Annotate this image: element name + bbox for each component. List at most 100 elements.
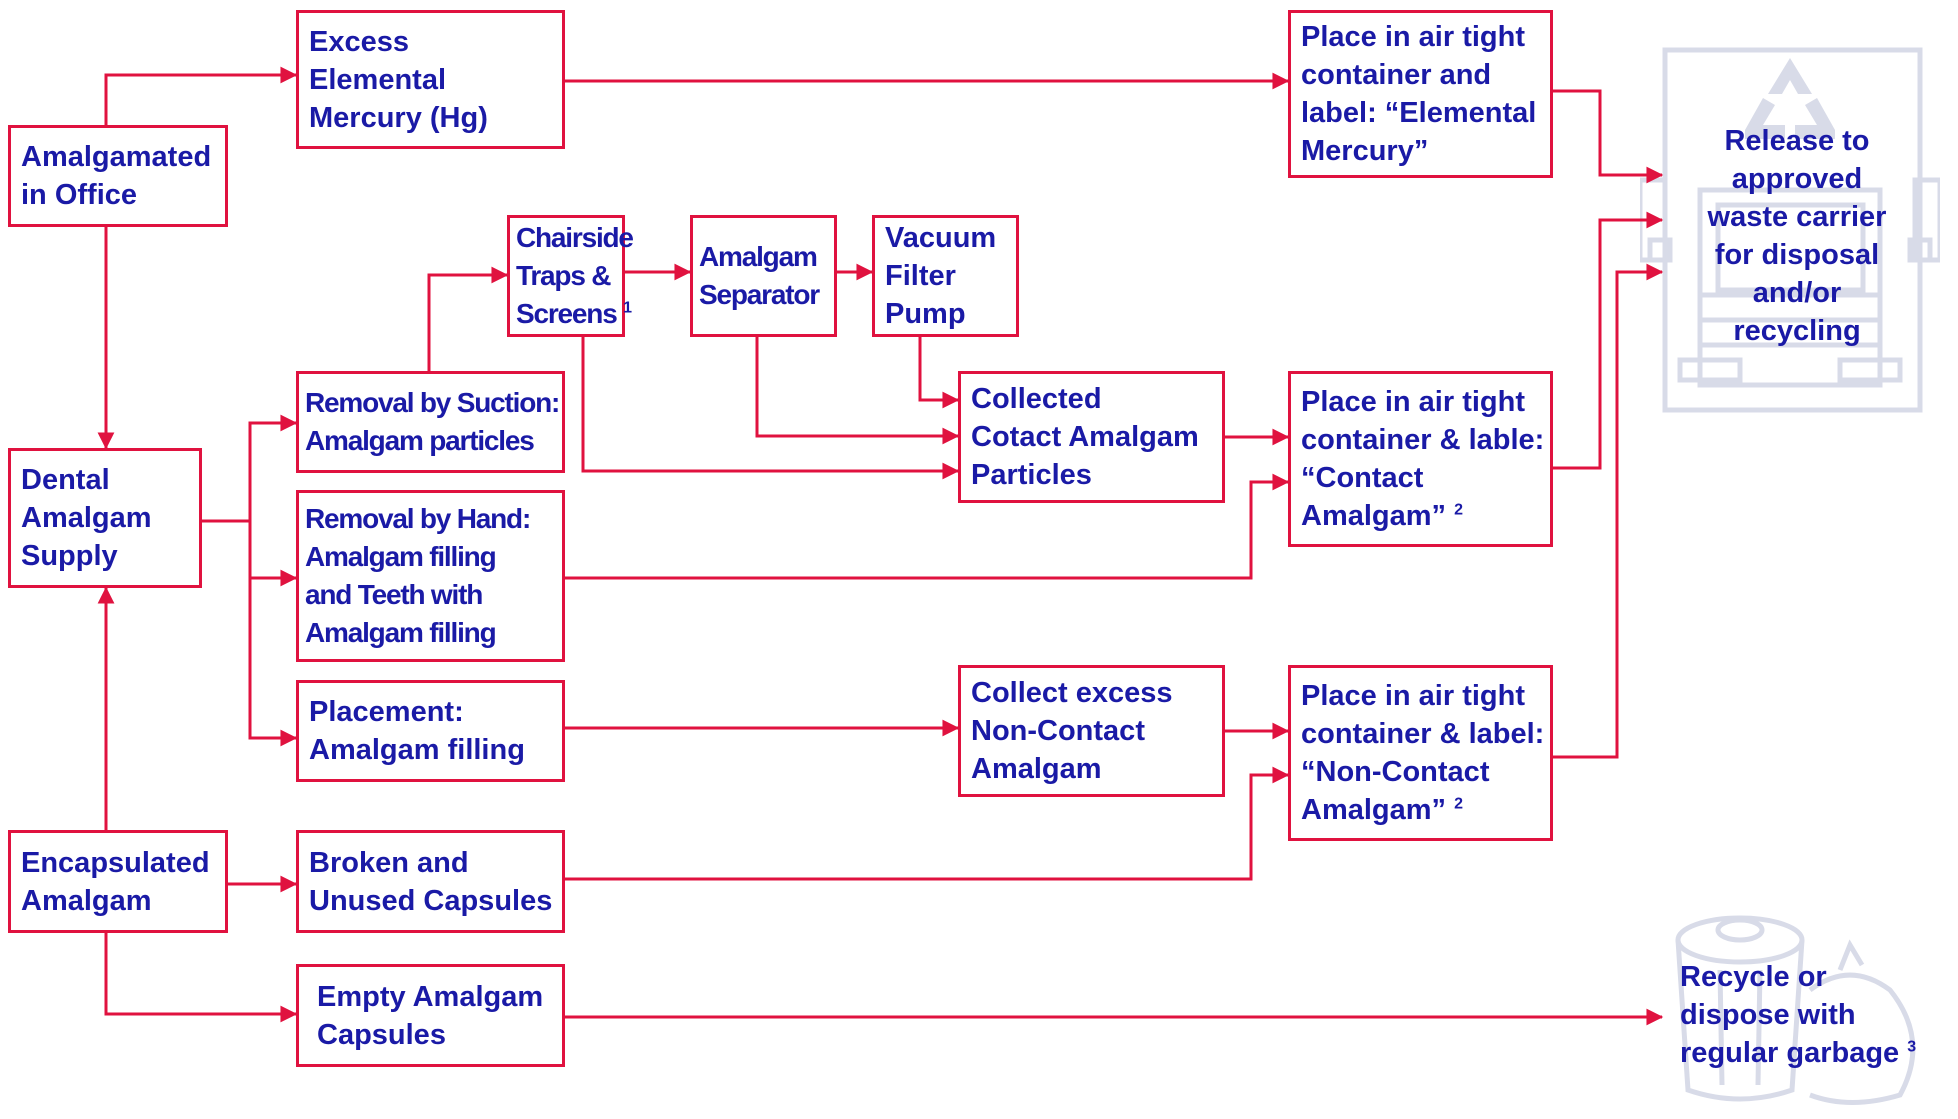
node-place-elemental-mercury: Place in air tight container and label: … <box>1288 10 1553 178</box>
node-chairside-traps-screens: Chairside Traps & Screens 1 <box>507 215 634 337</box>
node-label-line: in Office <box>21 179 138 211</box>
node-label-line: Elemental <box>309 63 446 96</box>
node-vacuum-filter-pump: Vacuum Filter Pump <box>872 215 1019 337</box>
node-label-line: Amalgam filling <box>305 617 497 648</box>
node-label-line: Encapsulated <box>21 846 210 879</box>
arrow-hand-to-place-contact <box>565 473 1290 580</box>
node-label-line: Amalgam <box>21 884 152 917</box>
node-label-line: Excess <box>309 25 409 58</box>
node-label-line: and Teeth with <box>305 579 483 610</box>
node-placement: Placement: Amalgam filling <box>296 680 565 782</box>
node-label-line: Amalgam filling <box>309 734 525 766</box>
arrow-vacuum-to-collected <box>918 337 960 409</box>
node-label-line: Amalgam” 2 <box>1301 791 1540 829</box>
node-label-text: Screens <box>516 298 618 329</box>
node-label-line: Collect excess <box>971 677 1173 709</box>
node-label-line: dispose with <box>1680 999 1856 1031</box>
node-place-contact-amalgam: Place in air tight container & lable: “C… <box>1288 371 1553 547</box>
node-label-line: “Contact <box>1301 462 1424 494</box>
node-label-line: Separator <box>699 279 820 310</box>
arrow-place-contact-to-release <box>1553 211 1664 470</box>
node-label-line: Amalgamated <box>21 141 212 173</box>
node-label-line: recycling <box>1733 315 1861 347</box>
footnote-marker: 1 <box>623 299 632 317</box>
node-recycle-or-dispose: Recycle or dispose with regular garbage … <box>1680 958 1950 1072</box>
arrow-place-to-release <box>1553 89 1664 184</box>
node-label-line: container & lable: <box>1301 424 1545 456</box>
node-label-line: Mercury (Hg) <box>309 101 488 134</box>
arrow-supply-to-suction <box>202 414 298 523</box>
garbage-can-and-bag-icon <box>1675 915 1916 1105</box>
node-label-line: Particles <box>971 459 1092 491</box>
node-amalgamated-in-office: Amalgamated in Office <box>8 125 228 227</box>
footnote-marker: 3 <box>1907 1038 1917 1056</box>
node-label-line: Place in air tight <box>1301 386 1525 418</box>
arrow-separator-to-collected <box>755 337 960 445</box>
node-label-line: Removal by Hand: <box>305 503 531 534</box>
node-dental-amalgam-supply: Dental Amalgam Supply <box>8 448 202 588</box>
node-label-line: container and <box>1301 59 1492 91</box>
node-label-line: Place in air tight <box>1301 680 1525 712</box>
node-excess-elemental-mercury: Excess Elemental Mercury (Hg) <box>296 10 565 149</box>
node-removal-by-hand: Removal by Hand: Amalgam filling and Tee… <box>296 490 565 662</box>
node-label-text: Amalgam” <box>1301 794 1447 826</box>
node-label-line: approved <box>1731 163 1863 195</box>
node-label-line: Mercury” <box>1301 135 1429 167</box>
node-label-line: Amalgam <box>971 753 1102 785</box>
node-label-line: for disposal <box>1714 239 1880 271</box>
node-label-line: Non-Contact <box>971 715 1145 747</box>
node-label-line: Broken and <box>309 846 469 879</box>
node-label-line: waste carrier <box>1707 201 1887 233</box>
node-label-line: Capsules <box>317 1018 446 1051</box>
node-label-line: Amalgam <box>21 502 152 534</box>
recycling-truck-icon <box>1640 47 1940 413</box>
node-label-line: Chairside <box>516 222 634 253</box>
node-label-line: regular garbage 3 <box>1680 1034 1950 1072</box>
arrow-broken-to-place-noncontact <box>565 766 1290 881</box>
footnote-marker: 2 <box>1454 501 1464 519</box>
arrow-supply-to-hand <box>248 521 298 587</box>
node-empty-amalgam-capsules: Empty Amalgam Capsules <box>296 964 565 1067</box>
node-collect-non-contact-amalgam: Collect excess Non-Contact Amalgam <box>958 665 1225 797</box>
node-label-line: Screens 1 <box>516 295 632 333</box>
arrow-suction-to-traps <box>427 266 509 371</box>
node-label-line: Amalgam” 2 <box>1301 497 1540 535</box>
node-removal-by-suction: Removal by Suction: Amalgam particles <box>296 371 565 473</box>
node-label-line: Collected <box>971 383 1102 415</box>
node-label-line: Removal by Suction: <box>305 387 560 418</box>
node-label-line: “Non-Contact <box>1301 756 1490 788</box>
node-label-line: label: “Elemental <box>1301 97 1537 129</box>
arrow-encapsulated-to-empty <box>104 933 298 1023</box>
node-label-line: Unused Capsules <box>309 884 553 917</box>
node-label-line: Place in air tight <box>1301 21 1525 53</box>
node-label-text: regular garbage <box>1680 1037 1900 1069</box>
node-label-line: Amalgam <box>699 241 818 272</box>
node-label-line: Pump <box>885 298 966 330</box>
node-label-line: Dental <box>21 464 110 496</box>
node-label-line: Amalgam particles <box>305 425 535 456</box>
node-label-line: Cotact Amalgam <box>971 421 1199 453</box>
node-label-line: and/or <box>1752 277 1842 309</box>
node-encapsulated-amalgam: Encapsulated Amalgam <box>8 830 228 933</box>
node-label-line: Placement: <box>309 696 464 728</box>
node-label-line: Empty Amalgam <box>317 980 544 1013</box>
node-amalgam-separator: Amalgam Separator <box>690 215 837 337</box>
arrow-traps-to-collected <box>581 337 960 480</box>
node-label-line: container & label: <box>1301 718 1545 750</box>
footnote-marker: 2 <box>1454 795 1464 813</box>
arrow-supply-to-placement <box>248 521 298 747</box>
node-label-line: Traps & <box>516 260 612 291</box>
node-place-non-contact-amalgam: Place in air tight container & label: “N… <box>1288 665 1553 841</box>
node-release-to-waste-carrier: Release to approved waste carrier for di… <box>1662 122 1932 350</box>
node-label-text: Amalgam” <box>1301 500 1447 532</box>
node-label-line: Filter <box>885 260 956 292</box>
node-collected-contact-amalgam: Collected Cotact Amalgam Particles <box>958 371 1225 503</box>
node-label-line: Amalgam filling <box>305 541 497 572</box>
arrow-office-to-mercury <box>104 66 298 125</box>
arrow-place-noncontact-to-release <box>1553 263 1664 759</box>
node-broken-unused-capsules: Broken and Unused Capsules <box>296 830 565 933</box>
node-label-line: Release to <box>1724 125 1870 157</box>
node-label-line: Vacuum <box>885 222 997 254</box>
node-label-line: Recycle or <box>1680 961 1827 993</box>
